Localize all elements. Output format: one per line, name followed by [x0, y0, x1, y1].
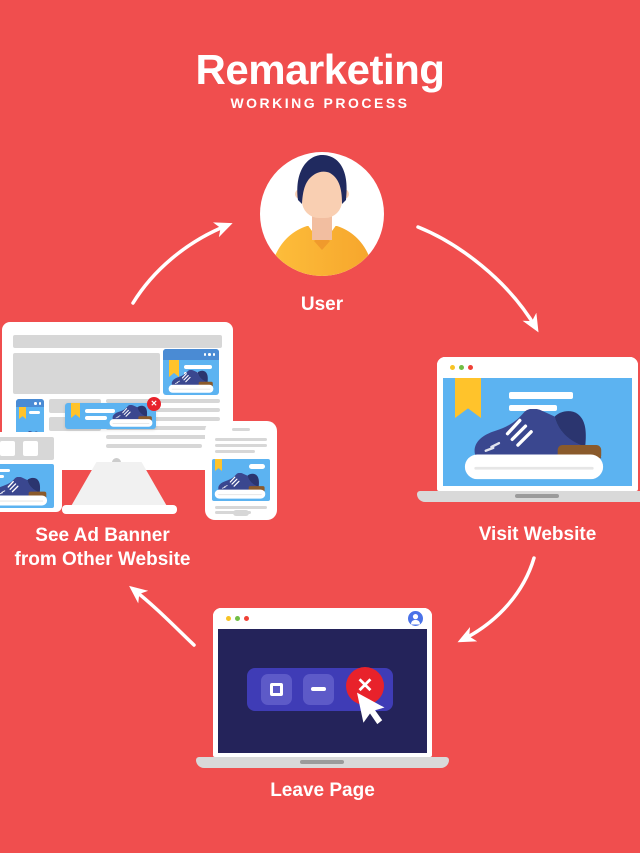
maximize-icon: [270, 683, 283, 696]
ad-header: [16, 399, 44, 407]
visit-website-browser: [437, 357, 638, 491]
text-line: [215, 444, 267, 447]
arrow-visit-to-leave: [457, 556, 536, 643]
laptop-base: [196, 757, 449, 768]
sneaker-icon: [214, 473, 266, 500]
close-button[interactable]: ✕: [346, 667, 384, 705]
ad-close-button[interactable]: ✕: [147, 397, 161, 411]
close-icon: ✕: [150, 399, 158, 408]
leave-page-label: Leave Page: [270, 780, 375, 801]
text-line: [106, 435, 212, 439]
smartphone-device: [205, 421, 277, 520]
bookmark-ribbon-icon: [71, 403, 80, 418]
dot-green: [235, 616, 240, 621]
laptop-base: [417, 491, 640, 502]
cloud-icon: [249, 464, 265, 469]
dot-green: [459, 365, 464, 370]
dark-page-content: ✕: [218, 629, 427, 753]
page-title: Remarketing: [195, 46, 445, 93]
browser-topbar: [213, 608, 432, 629]
user-avatar-icon: [270, 155, 374, 276]
text-line: [184, 365, 212, 369]
user-node: [260, 152, 384, 276]
bookmark-ribbon-icon: [19, 407, 26, 419]
text-line: [106, 408, 220, 412]
webpage-content: [443, 378, 632, 486]
text-line: [106, 426, 220, 430]
laptop-notch: [300, 760, 344, 764]
dot-yellow: [226, 616, 231, 621]
ad-banner: [212, 459, 270, 501]
sneaker-icon: [168, 370, 214, 394]
text-line: [509, 405, 557, 411]
dot-red: [244, 616, 249, 621]
page-subtitle: WORKING PROCESS: [230, 95, 410, 111]
ad-banner: [0, 464, 54, 508]
text-line: [29, 411, 40, 414]
label-line-1: See Ad Banner: [35, 525, 170, 546]
browser-traffic-dots: [226, 616, 249, 621]
dot-red: [468, 365, 473, 370]
leave-page-browser: ✕: [213, 608, 432, 757]
see-ad-banner-label: See Ad Banner from Other Website: [0, 524, 205, 572]
text-line: [215, 506, 267, 509]
arrow-leave-to-banner: [129, 585, 196, 647]
phone-speaker: [232, 428, 250, 431]
text-line: [0, 469, 10, 472]
page-header-placeholder: [13, 335, 222, 348]
monitor-stand-base: [62, 505, 177, 514]
browser-topbar: [437, 357, 638, 378]
sneaker-icon: [109, 405, 153, 428]
visit-website-label: Visit Website: [478, 524, 597, 545]
content-block-placeholder: [13, 353, 160, 394]
arrow-user-to-visit: [416, 225, 539, 333]
arrow-banner-to-user: [131, 222, 233, 305]
text-line: [85, 409, 115, 413]
bookmark-ribbon-icon: [169, 360, 179, 377]
sneaker-icon: [463, 409, 605, 481]
close-icon: ✕: [356, 675, 374, 697]
profile-icon: [408, 611, 423, 626]
tablet-device: [0, 432, 62, 512]
text-line: [106, 399, 220, 403]
ad-banner: ✕: [65, 397, 161, 429]
phone-home-button: [233, 510, 249, 516]
cursor-arrow-icon: [357, 692, 385, 725]
ad-card-header: [163, 349, 219, 360]
mini-dots: [203, 353, 215, 356]
ad-card: [163, 349, 219, 395]
user-label: User: [300, 294, 344, 315]
browser-traffic-dots: [450, 365, 473, 370]
bookmark-ribbon-icon: [215, 459, 222, 471]
text-line: [215, 450, 255, 453]
content-block-placeholder: [0, 437, 54, 460]
maximize-button[interactable]: [261, 674, 292, 705]
window-controls-panel: ✕: [247, 667, 393, 711]
dot-yellow: [450, 365, 455, 370]
text-line: [106, 417, 220, 421]
minimize-button[interactable]: [303, 674, 334, 705]
text-line: [509, 392, 573, 399]
mini-dots: [34, 402, 41, 405]
text-line: [0, 475, 4, 478]
label-line-2: from Other Website: [14, 549, 191, 570]
text-line: [215, 438, 267, 441]
text-line: [106, 444, 202, 448]
sneaker-icon: [0, 477, 48, 507]
text-line: [85, 416, 107, 420]
minimize-icon: [311, 687, 326, 691]
laptop-notch: [515, 494, 559, 498]
